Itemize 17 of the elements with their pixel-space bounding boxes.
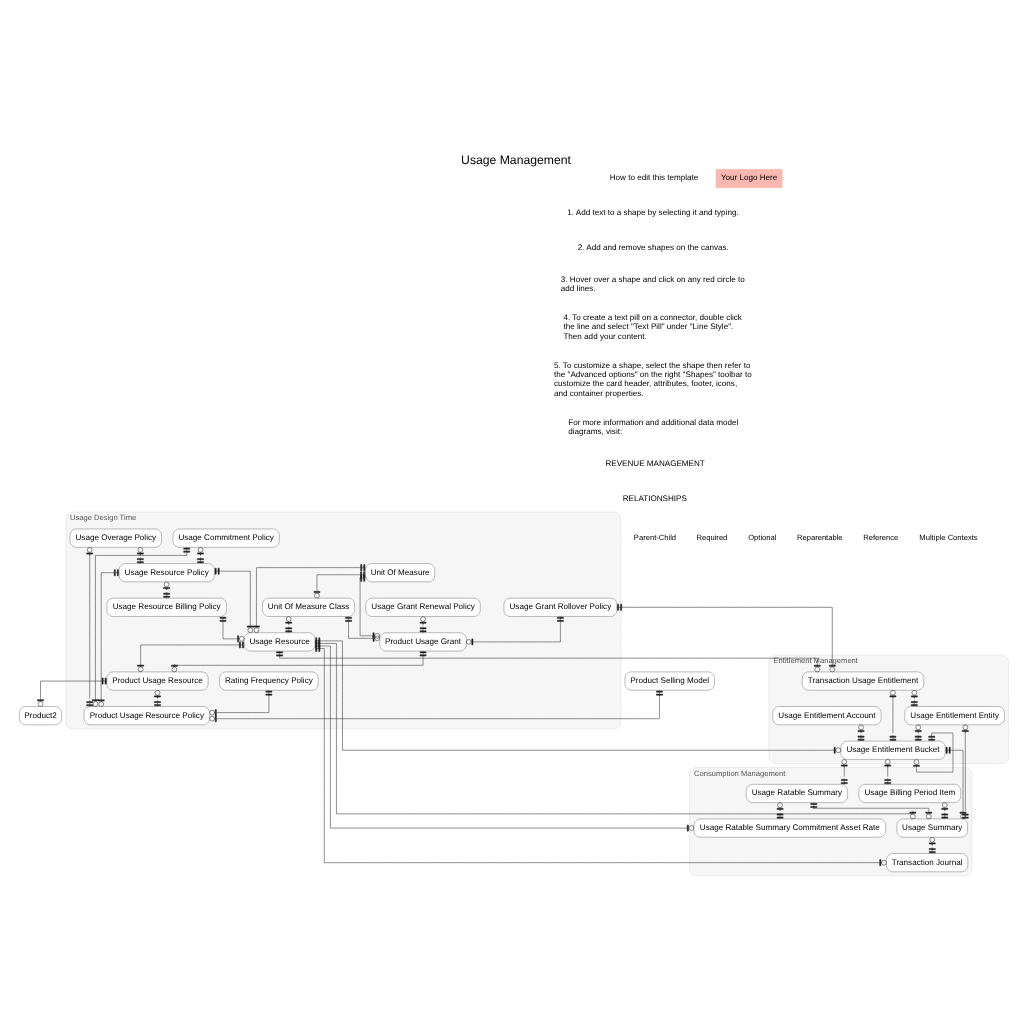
connector — [276, 650, 821, 673]
connector — [214, 567, 254, 633]
connector — [616, 604, 836, 673]
connector — [92, 547, 191, 707]
connector — [37, 677, 108, 707]
connector — [219, 616, 245, 643]
connector — [86, 547, 94, 707]
connector — [889, 690, 897, 742]
connector — [97, 569, 120, 707]
connector — [209, 690, 273, 716]
connector — [171, 650, 427, 673]
connector — [137, 641, 245, 673]
connector — [466, 616, 564, 646]
connector — [810, 802, 933, 820]
connector — [884, 759, 892, 785]
connector — [840, 759, 848, 785]
connector — [209, 690, 663, 722]
